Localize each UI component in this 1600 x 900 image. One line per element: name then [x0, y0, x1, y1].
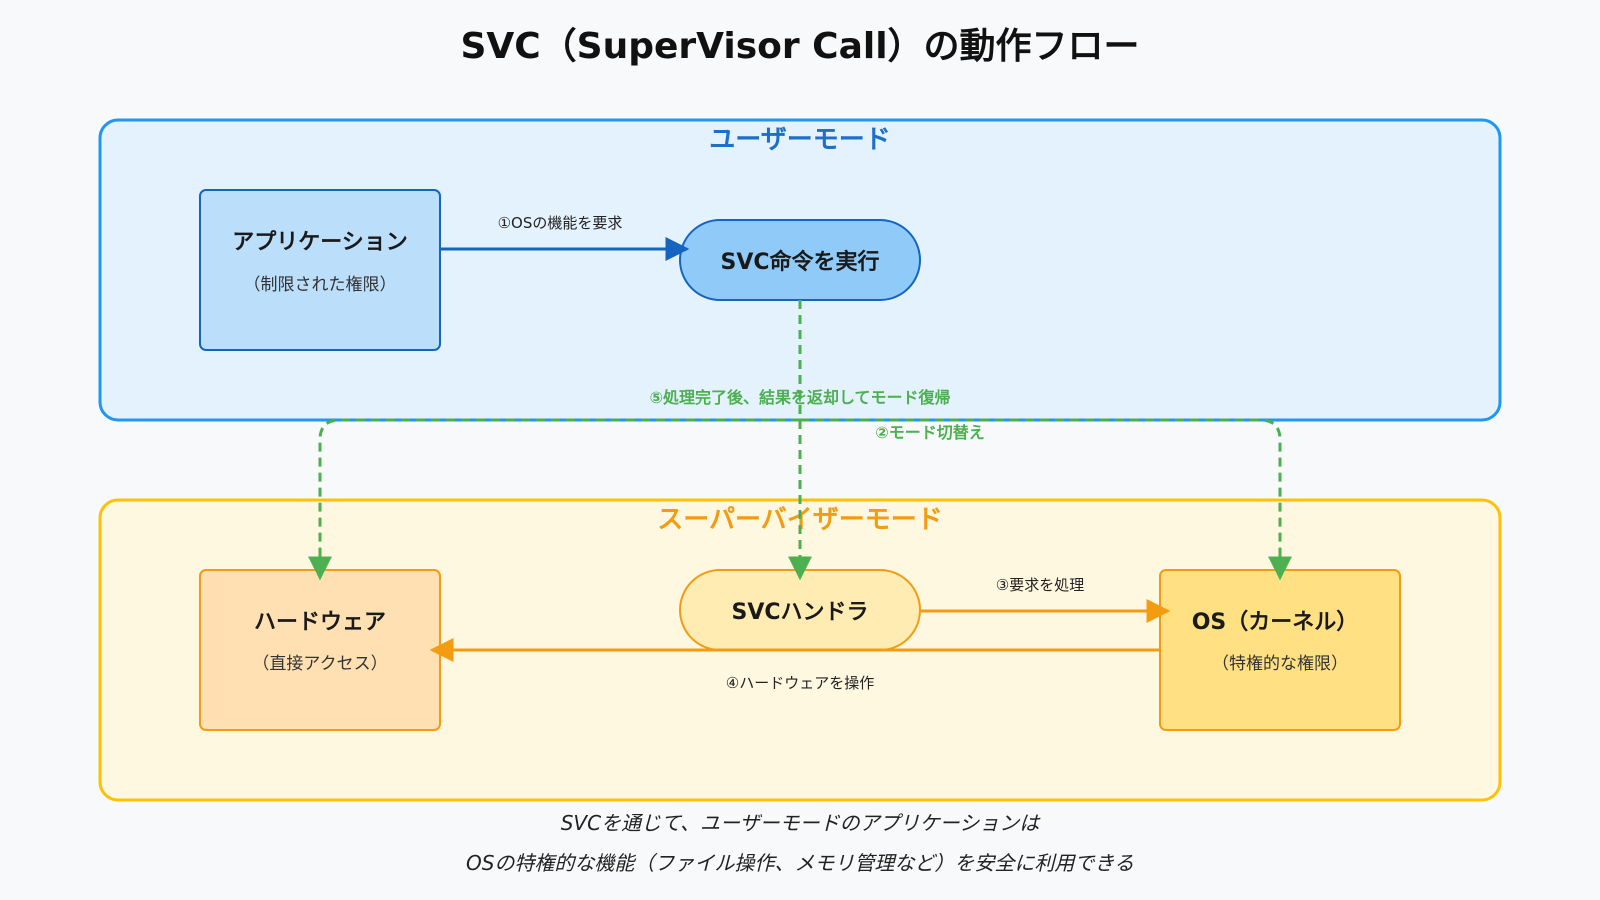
os-kernel-title: OS（カーネル） [1192, 610, 1359, 635]
svc-instruction-node: SVC命令を実行 [679, 219, 921, 301]
application-subtitle: （制限された権限） [244, 275, 397, 295]
edge-label-step4: ④ハードウェアを操作 [726, 674, 874, 692]
footer-line-1: SVCを通じて、ユーザーモードのアプリケーションは [561, 811, 1042, 835]
application-node: アプリケーション （制限された権限） [199, 189, 441, 351]
edge-label-step3: ③要求を処理 [996, 576, 1084, 594]
svc-instruction-title: SVC命令を実行 [720, 249, 879, 275]
page-title: SVC（SuperVisor Call）の動作フロー [460, 26, 1139, 67]
edge-label-step1: ①OSの機能を要求 [498, 214, 623, 232]
svc-handler-node: SVCハンドラ [679, 569, 921, 651]
os-kernel-node: OS（カーネル） （特権的な権限） [1159, 569, 1401, 731]
edge-label-step2: ②モード切替え [875, 423, 985, 442]
application-title: アプリケーション [232, 230, 408, 255]
svc-handler-title: SVCハンドラ [731, 600, 868, 625]
hardware-title: ハードウェア [254, 610, 386, 635]
user-mode-label: ユーザーモード [709, 125, 890, 155]
hardware-node: ハードウェア （直接アクセス） [199, 569, 441, 731]
hardware-subtitle: （直接アクセス） [252, 654, 387, 674]
os-kernel-subtitle: （特権的な権限） [1212, 654, 1348, 674]
edge-label-step5: ⑤処理完了後、結果を返却してモード復帰 [649, 388, 950, 407]
footer-line-2: OSの特権的な機能（ファイル操作、メモリ管理など）を安全に利用できる [466, 851, 1134, 875]
